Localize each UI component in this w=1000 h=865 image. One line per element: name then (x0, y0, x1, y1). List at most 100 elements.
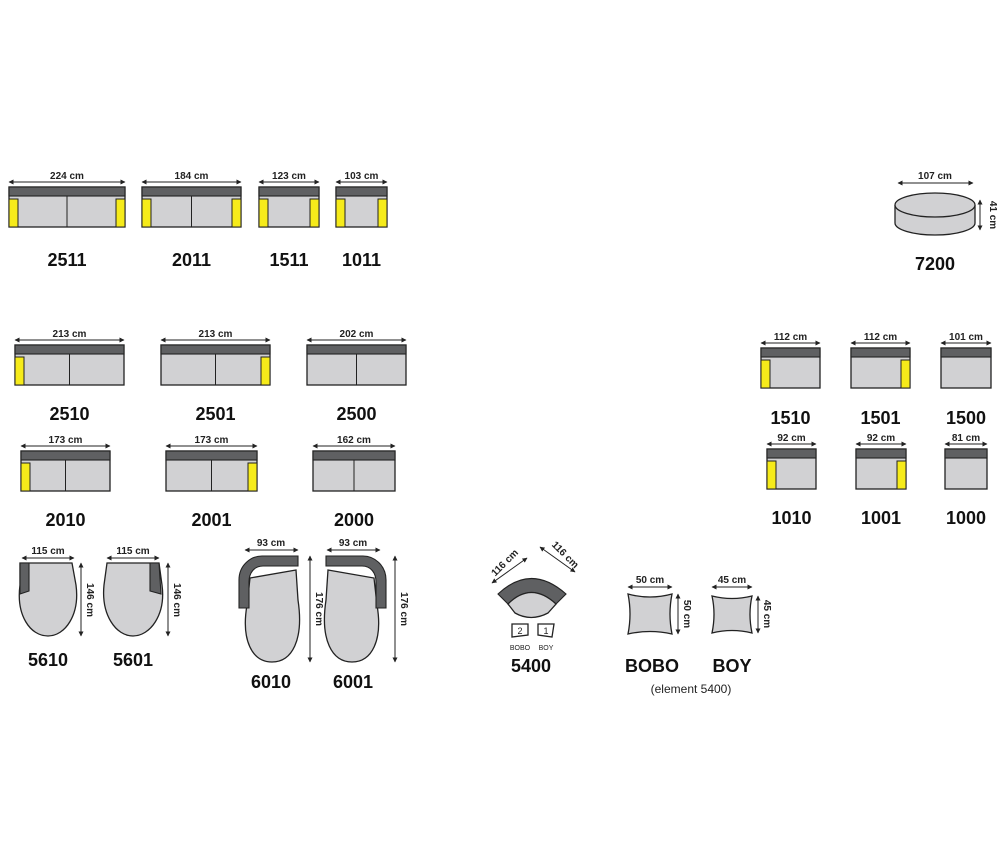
sofa-width-label: 184 cm (175, 171, 209, 182)
chaise-6001: 93 cm 176 cm 6001 (323, 538, 409, 692)
sofa-width-label: 173 cm (49, 435, 83, 446)
sofa-backrest (850, 347, 911, 358)
elements-note: (element 5400) (651, 682, 732, 696)
chaise-seat (244, 569, 301, 663)
chaise-backrest (19, 562, 30, 595)
corner-seat (507, 591, 557, 619)
sofa-backrest (160, 344, 271, 355)
left-armrest (760, 359, 771, 389)
chaise-5610: 115 cm 146 cm 5610 (18, 546, 95, 670)
sofa-width-label: 112 cm (774, 332, 807, 343)
chaise-seat (102, 562, 164, 637)
sofa-backrest (20, 450, 111, 461)
sofa-backrest (306, 344, 407, 355)
bobo-piece-icon (511, 623, 529, 638)
chaise-code: 5601 (113, 650, 153, 670)
sofa-2011: 184 cm 2011 (141, 171, 242, 270)
sofa-backrest (312, 450, 396, 461)
corner-side-a-label: 116 cm (490, 547, 521, 578)
dimension-arrow (491, 557, 528, 584)
sofa-backrest (855, 448, 907, 459)
right-armrest (377, 198, 388, 228)
chaise-code: 6010 (251, 672, 291, 692)
sofa-code: 1511 (269, 250, 308, 270)
chaise-backrest (325, 555, 387, 609)
sofa-code: 2500 (336, 404, 376, 424)
ottoman-top (894, 192, 976, 218)
left-armrest (258, 198, 269, 228)
sofa-backrest (940, 347, 992, 358)
sofa-width-label: 112 cm (864, 332, 897, 343)
bobo-depth-label: 50 cm (681, 600, 692, 628)
chaise-width-label: 115 cm (31, 546, 64, 557)
chaise-width-label: 93 cm (257, 538, 285, 549)
chaise-backrest (238, 555, 299, 609)
sofa-backrest (165, 450, 258, 461)
left-armrest (14, 356, 25, 386)
left-armrest (766, 460, 777, 490)
sofa-width-label: 92 cm (867, 433, 895, 444)
sofa-code: 2510 (49, 404, 89, 424)
chaise-width-label: 115 cm (116, 546, 149, 557)
ottoman-height-label: 41 cm (987, 201, 998, 229)
sofa-backrest (766, 448, 817, 459)
sofa-1000: 81 cm 1000 (944, 433, 988, 528)
sofa-width-label: 224 cm (50, 171, 84, 182)
corner-5400: 116 cm 116 cm 2 1 BOBO BOY 5400 (490, 540, 581, 676)
sofa-backrest (258, 186, 320, 197)
sofa-1011: 103 cm 1011 (335, 171, 388, 270)
sofa-code: 2000 (334, 510, 374, 530)
sofa-code: 1011 (342, 250, 381, 270)
sofa-code: 1001 (861, 508, 901, 528)
sofa-code: 2501 (195, 404, 235, 424)
chaise-seat (18, 562, 78, 637)
piece-1-number: 1 (543, 626, 548, 636)
boy-shape (711, 595, 753, 634)
chaise-depth-label: 176 cm (398, 592, 409, 626)
sofa-width-label: 81 cm (952, 433, 980, 444)
element-bobo: 50 cm 50 cm BOBO (625, 575, 692, 676)
sofa-code: 1510 (770, 408, 810, 428)
right-armrest (900, 359, 911, 389)
chaise-code: 6001 (333, 672, 373, 692)
sofa-code: 1500 (946, 408, 986, 428)
boy-width-label: 45 cm (718, 575, 746, 586)
corner-side-b-label: 116 cm (549, 540, 580, 571)
bobo-width-label: 50 cm (636, 575, 664, 586)
dimension-arrow (539, 546, 576, 573)
chaise-backrest (149, 562, 162, 595)
bobo-code: BOBO (625, 656, 679, 676)
sofa-width-label: 213 cm (199, 329, 233, 340)
sofa-backrest (8, 186, 126, 197)
ottoman-width-label: 107 cm (918, 171, 952, 182)
ottoman-7200: 107 cm 41 cm 7200 (894, 171, 998, 274)
sofa-2500: 202 cm 2500 (306, 329, 407, 424)
sofa-backrest (944, 448, 988, 459)
sofa-code: 2511 (47, 250, 86, 270)
bobo-shape (627, 593, 673, 635)
left-armrest (335, 198, 346, 228)
chaise-5601: 115 cm 146 cm 5601 (102, 546, 182, 670)
sofa-1001: 92 cm 1001 (855, 433, 907, 528)
sofa-code: 1000 (946, 508, 986, 528)
right-armrest (231, 198, 242, 228)
boy-depth-label: 45 cm (761, 600, 772, 628)
sofa-code: 1010 (771, 508, 811, 528)
sofa-code: 2011 (172, 250, 211, 270)
element-boy: 45 cm 45 cm BOY (711, 575, 772, 676)
sofa-code: 2001 (191, 510, 231, 530)
sofa-width-label: 202 cm (340, 329, 374, 340)
sofa-1510: 112 cm 1510 (760, 332, 821, 428)
left-armrest (20, 462, 31, 492)
sofa-2501: 213 cm 2501 (160, 329, 271, 424)
sofa-backrest (14, 344, 125, 355)
chaise-code: 5610 (28, 650, 68, 670)
sofa-width-label: 103 cm (345, 171, 379, 182)
chaise-depth-label: 146 cm (171, 583, 182, 617)
chaise-depth-label: 146 cm (84, 583, 95, 617)
